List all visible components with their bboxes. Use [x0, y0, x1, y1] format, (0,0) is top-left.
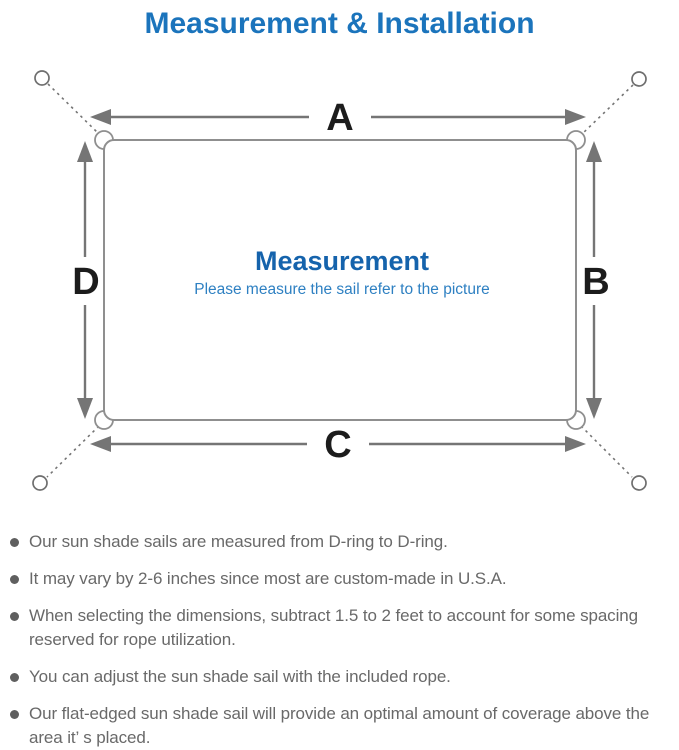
list-item: Our flat-edged sun shade sail will provi…	[10, 702, 675, 750]
list-item: When selecting the dimensions, subtract …	[10, 604, 675, 652]
note-text: It may vary by 2-6 inches since most are…	[29, 569, 507, 588]
bullet-icon	[10, 673, 19, 682]
diagram-center-subtitle: Please measure the sail refer to the pic…	[194, 281, 490, 298]
page-title: Measurement & Installation	[144, 7, 535, 40]
sail-outline	[103, 139, 577, 421]
sail-measurement-figure: A B C D Measurement Please measure the s…	[32, 70, 647, 491]
rope-line-top-right	[581, 84, 634, 135]
list-item: Our sun shade sails are measured from D-…	[10, 530, 675, 554]
rope-line-bottom-right	[580, 425, 633, 478]
arrow-b	[586, 141, 602, 419]
measurement-diagram: A B C D Measurement Please measure the s…	[0, 46, 679, 516]
bullet-icon	[10, 612, 19, 621]
note-text: Our flat-edged sun shade sail will provi…	[29, 704, 650, 747]
list-item: You can adjust the sun shade sail with t…	[10, 665, 675, 689]
bullet-icon	[10, 710, 19, 719]
note-text: Our sun shade sails are measured from D-…	[29, 532, 448, 551]
arrow-d	[77, 141, 93, 419]
arrow-a	[90, 109, 586, 125]
note-text: When selecting the dimensions, subtract …	[29, 606, 638, 649]
diagram-center-title: Measurement	[255, 246, 429, 276]
bullet-icon	[10, 575, 19, 584]
anchor-ring-icon-top-right	[631, 71, 647, 87]
anchor-ring-icon-bottom-left	[32, 475, 48, 491]
anchor-ring-icon-bottom-right	[631, 475, 647, 491]
anchor-ring-icon-top-left	[34, 70, 50, 86]
dimension-label-c: C	[324, 424, 351, 466]
dimension-label-b: B	[582, 261, 609, 303]
rope-line-bottom-left	[46, 425, 100, 478]
dashed-rope-lines	[46, 83, 634, 478]
list-item: It may vary by 2-6 inches since most are…	[10, 567, 675, 591]
dimension-label-d: D	[72, 261, 99, 303]
arrow-c	[90, 436, 586, 452]
rope-line-top-left	[47, 83, 100, 135]
bullet-icon	[10, 538, 19, 547]
dimension-label-a: A	[326, 97, 353, 139]
dimension-arrows	[77, 109, 602, 452]
measurement-notes-list: Our sun shade sails are measured from D-…	[0, 516, 679, 750]
note-text: You can adjust the sun shade sail with t…	[29, 667, 451, 686]
anchor-ring-icons	[32, 70, 647, 491]
